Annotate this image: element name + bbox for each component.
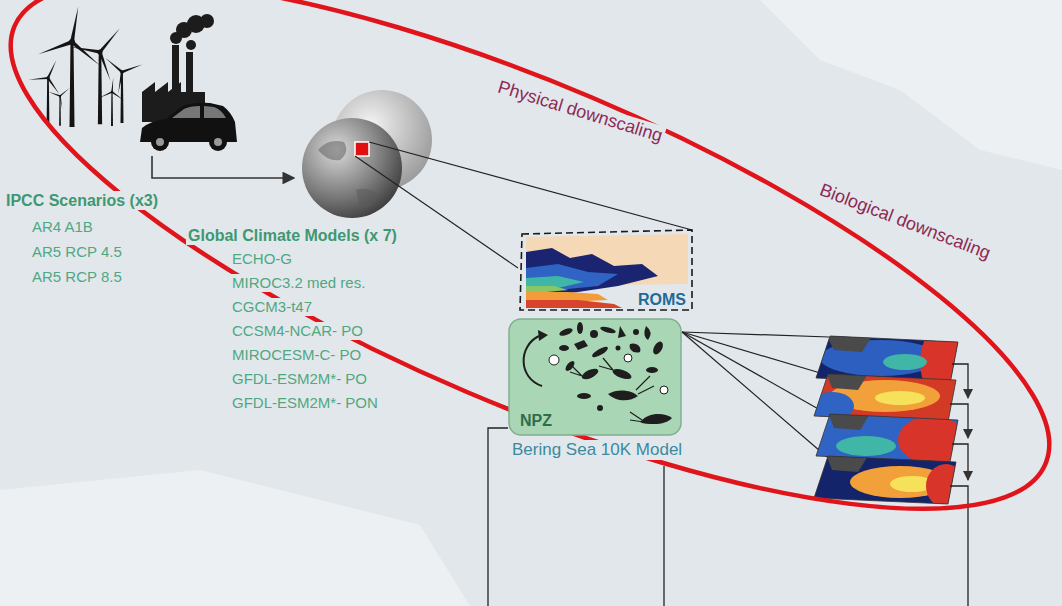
model-heading: Global Climate Models (x 7) <box>186 226 399 245</box>
wind-turbines <box>47 79 76 109</box>
wind-turbines <box>68 11 140 82</box>
fan-line <box>682 332 829 457</box>
model-name: ROMS <box>638 290 686 309</box>
output-map-layer <box>836 436 896 456</box>
output-map-layer <box>883 354 927 370</box>
scenario-item: AR5 RCP 4.5 <box>30 243 124 261</box>
model-item: CCSM4-NCAR- PO <box>230 322 365 340</box>
leader-line <box>355 156 518 268</box>
model-item: CGCM3-t47 <box>230 298 314 316</box>
factory <box>186 52 193 92</box>
model-item: MIROCESM-C- PO <box>230 346 363 364</box>
wind-turbines <box>111 91 113 93</box>
wind-turbines <box>27 53 72 125</box>
wind-turbines <box>69 39 75 45</box>
wind-turbines <box>59 95 61 97</box>
fan-line <box>682 332 827 457</box>
globe <box>302 118 402 218</box>
time-step-arrow <box>952 444 968 480</box>
wind-turbines <box>120 70 124 74</box>
model-item: GFDL-ESM2M*- PON <box>230 394 380 412</box>
car <box>140 103 237 151</box>
time-step-arrow <box>950 486 968 606</box>
model-item: MIROC3.2 med res. <box>230 274 367 292</box>
roms-map <box>526 234 688 308</box>
output-map-layer <box>875 391 925 405</box>
wind-turbines <box>37 1 110 127</box>
wind-turbines <box>70 42 75 127</box>
scenario-item: AR5 RCP 8.5 <box>30 268 124 286</box>
output-map-layer <box>898 416 966 464</box>
time-step-arrow <box>950 364 968 606</box>
model-title: Bering Sea 10K Model <box>510 440 684 460</box>
wind-turbines <box>97 49 102 54</box>
wind-turbines <box>98 77 126 126</box>
wind-turbines <box>104 46 149 94</box>
leader-line <box>369 142 692 230</box>
feedback-bracket <box>488 428 508 606</box>
model-name: NPZ <box>520 411 552 430</box>
downscaling-label: Biological downscaling <box>815 179 996 265</box>
model-item: ECHO-G <box>230 250 294 268</box>
car <box>209 133 227 151</box>
wind-turbines <box>98 77 126 101</box>
fan-line <box>682 332 829 337</box>
time-step-arrow <box>950 404 968 438</box>
wind-turbines <box>46 76 49 79</box>
feedback-bracket <box>663 466 664 606</box>
wind-turbines <box>111 92 113 126</box>
output-map-layer <box>816 414 958 462</box>
car <box>172 106 226 118</box>
scenario-item: AR4 A1B <box>30 218 95 236</box>
globe <box>318 141 378 208</box>
scenario-heading: IPCC Scenarios (x3) <box>4 191 160 210</box>
wind-turbines <box>98 52 102 124</box>
model-item: GFDL-ESM2M*- PO <box>230 370 369 388</box>
wind-turbines <box>27 53 72 96</box>
rounded-box <box>509 319 681 435</box>
wind-turbines <box>47 79 76 125</box>
time-step-arrow <box>952 364 968 398</box>
fan-line <box>682 332 829 415</box>
factory <box>186 40 196 50</box>
factory <box>172 45 179 92</box>
map-background <box>0 470 470 606</box>
globe <box>355 142 369 156</box>
plankton-drawing <box>524 322 672 424</box>
dashed-outline <box>520 230 692 310</box>
output-map-layer <box>810 322 976 510</box>
downscaling-label: Physical downscaling <box>493 76 667 148</box>
fan-line <box>682 332 827 375</box>
ecosystem-model-box: NPZBering Sea 10K Model <box>508 318 682 436</box>
map-background <box>760 0 1062 170</box>
wind-turbines <box>47 78 50 125</box>
flow-arrow <box>152 156 294 178</box>
wind-turbines <box>27 1 149 127</box>
wind-turbines <box>68 11 140 124</box>
model-grid-map: ROMS <box>518 228 694 312</box>
car <box>151 133 169 151</box>
car <box>214 138 222 146</box>
output-map-layer <box>814 456 956 504</box>
factory <box>200 14 214 28</box>
car <box>156 138 164 146</box>
